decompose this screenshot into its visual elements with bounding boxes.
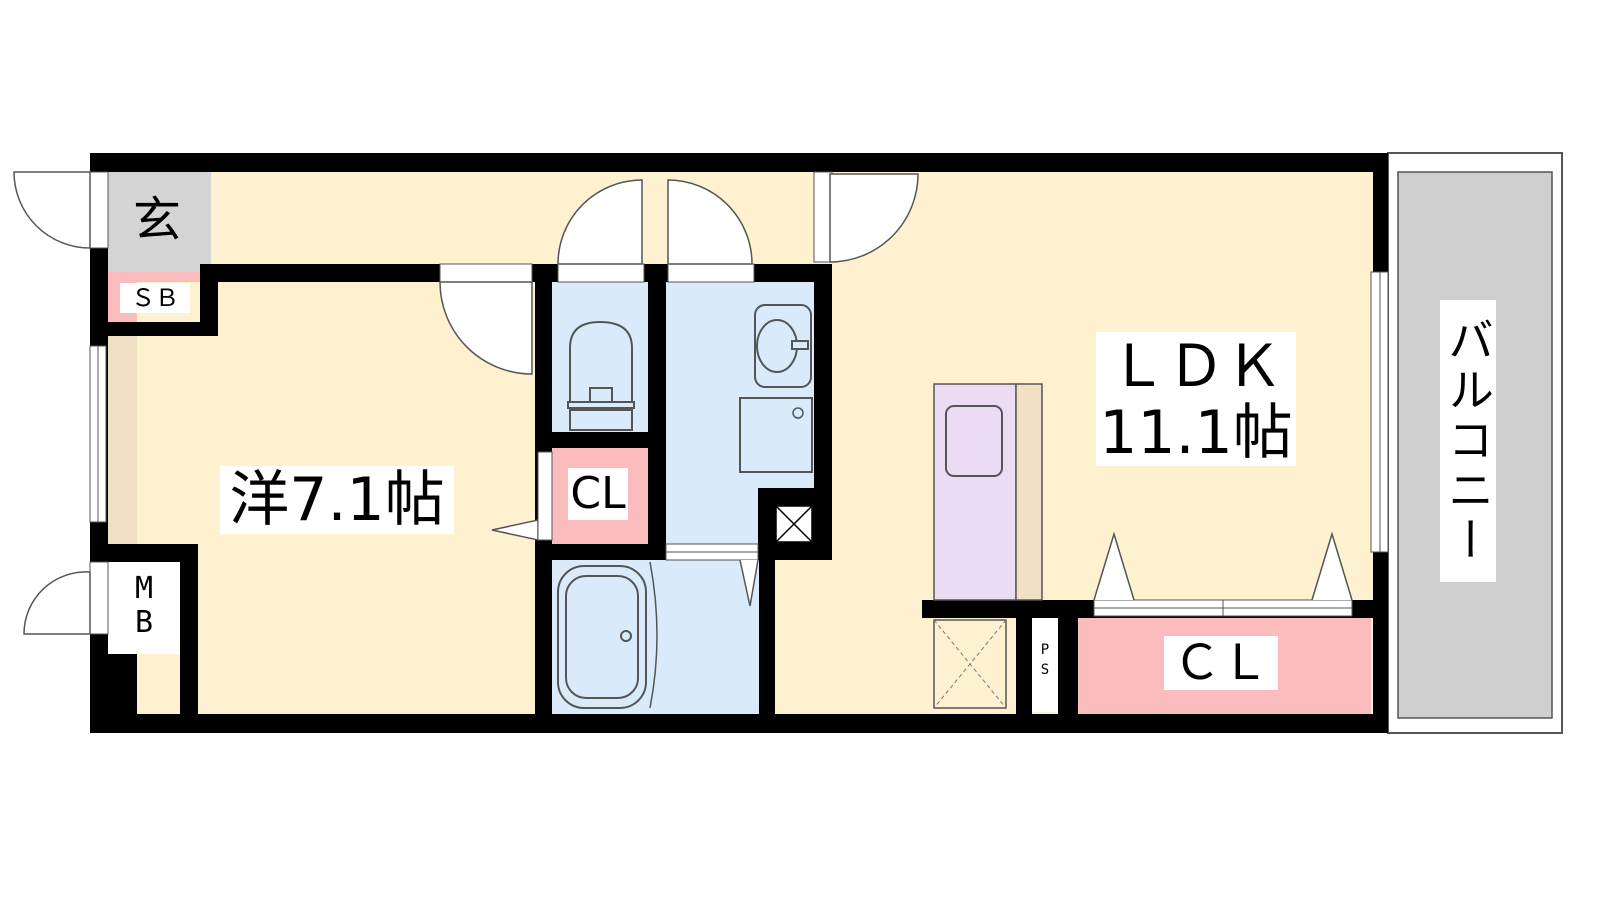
kitchen-backsplash [1015, 383, 1043, 601]
small-closet-label: CL [568, 468, 628, 520]
meter-box-label-b: B [134, 605, 154, 640]
washing-machine-space [739, 397, 813, 473]
interior-wall [552, 544, 666, 560]
entrance-label: 玄 [132, 192, 181, 248]
interior-wall [759, 556, 775, 714]
western-room-label: 洋7.1帖 [220, 466, 454, 534]
interior-wall [90, 544, 195, 562]
kitchen-sink [945, 405, 1003, 477]
balcony-label: バルコニー [1440, 300, 1496, 582]
pipe-space [1032, 618, 1058, 712]
interior-wall [814, 264, 832, 560]
window-strip-left [108, 336, 137, 548]
bathtub [557, 565, 647, 709]
shoe-box-label: ＳＢ [120, 283, 190, 313]
toilet-fixture [567, 320, 635, 431]
ldk-lower-floor [775, 556, 925, 714]
interior-wall [1058, 600, 1078, 714]
interior-wall [648, 282, 666, 560]
meter-box-label-m: M [134, 571, 154, 606]
interior-wall [552, 432, 648, 448]
interior-wall [205, 264, 440, 282]
pipe-space-label-s: S [1040, 662, 1050, 678]
ldk-size-label: 11.1帖 [1096, 400, 1296, 466]
entrance-floor [108, 172, 211, 272]
interior-wall [200, 264, 218, 336]
interior-wall [643, 264, 671, 282]
interior-wall [108, 322, 218, 336]
ldk-label: ＬＤＫ [1096, 332, 1296, 400]
interior-wall [180, 544, 198, 714]
wash-basin [754, 304, 812, 388]
pipe-space-label-p: P [1040, 642, 1050, 658]
pipe-space-label: P S [1034, 640, 1056, 684]
meter-box-label: M B [112, 572, 176, 642]
interior-wall [752, 264, 832, 282]
meter-box [108, 562, 180, 654]
ldk-closet-label: ＣＬ [1164, 636, 1278, 690]
